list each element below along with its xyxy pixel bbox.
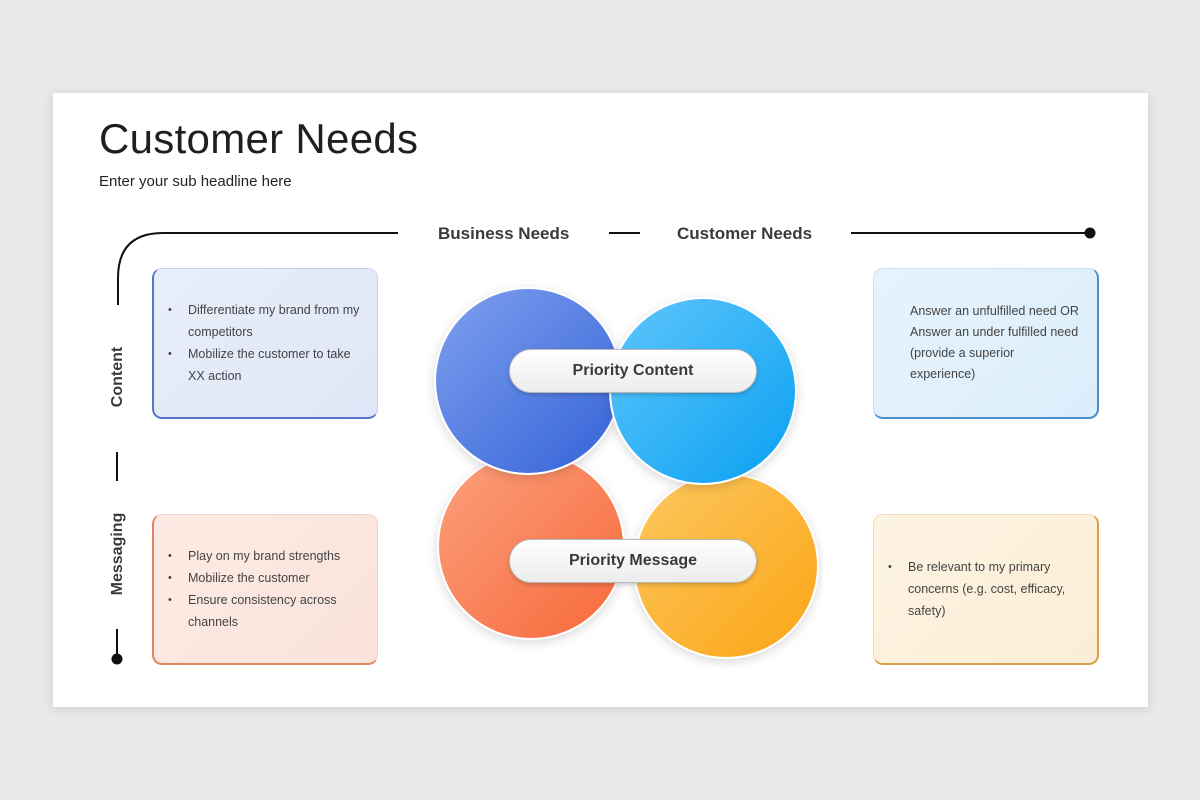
connector-lines <box>111 227 1096 665</box>
list-item: Mobilize the customer to take XX action <box>168 343 363 387</box>
row-header-messaging: Messaging <box>109 512 126 596</box>
text-line: Answer an unfulfilled need OR <box>910 304 1079 318</box>
column-header-customer-needs: Customer Needs <box>677 224 813 243</box>
row-header-content: Content <box>109 346 126 408</box>
business-messaging-box: Play on my brand strengths Mobilize the … <box>152 514 378 665</box>
venn-diagram <box>434 287 819 659</box>
list-item: Be relevant to my primary concerns (e.g.… <box>888 556 1083 622</box>
list-item: Play on my brand strengths <box>168 545 363 567</box>
text-line: Answer an under fulfilled need <box>910 325 1079 339</box>
list-item: Ensure consistency across channels <box>168 589 363 633</box>
text-line: (provide a superior experience) <box>910 346 1015 381</box>
end-dot <box>1084 227 1096 239</box>
column-header-business-needs: Business Needs <box>438 224 570 243</box>
slide: Customer Needs Enter your sub headline h… <box>53 93 1148 707</box>
customer-messaging-box: Be relevant to my primary concerns (e.g.… <box>873 514 1099 665</box>
business-content-box: Differentiate my brand from my competito… <box>152 268 378 419</box>
priority-message-pill: Priority Message <box>509 539 757 583</box>
priority-content-pill: Priority Content <box>509 349 757 393</box>
page-subtitle: Enter your sub headline here <box>99 173 292 190</box>
customer-content-box: Answer an unfulfilled need OR Answer an … <box>873 268 1099 419</box>
list-item: Mobilize the customer <box>168 567 363 589</box>
list-item: Differentiate my brand from my competito… <box>168 299 363 343</box>
page-title: Customer Needs <box>99 115 419 162</box>
